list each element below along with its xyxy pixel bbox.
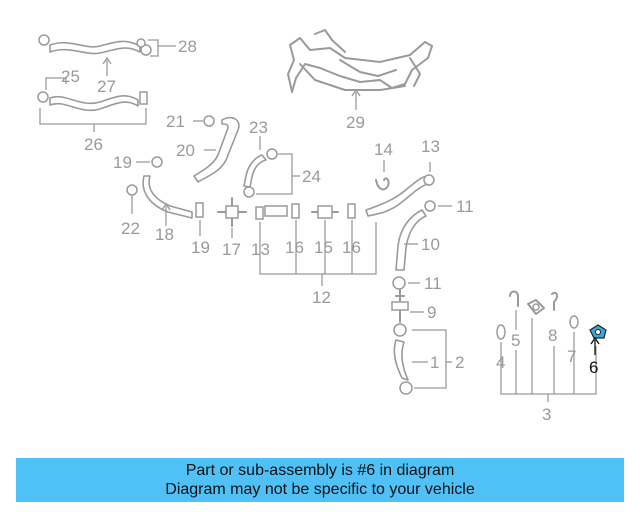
callout-10: 10 <box>421 235 440 254</box>
callout-23: 23 <box>249 118 268 137</box>
callout-18: 18 <box>155 225 174 244</box>
callout-11-upper: 11 <box>456 197 474 216</box>
info-banner: Part or sub-assembly is #6 in diagram Di… <box>16 458 624 502</box>
callout-22: 22 <box>121 219 140 238</box>
callout-8: 8 <box>548 326 557 345</box>
callout-7: 7 <box>567 347 576 366</box>
hose-group-lower-center <box>391 276 452 395</box>
callout-13-upper: 13 <box>421 137 440 156</box>
banner-line-disclaimer: Diagram may not be specific to your vehi… <box>165 481 475 498</box>
callout-25: 25 <box>61 67 80 86</box>
callout-labels: 28 25 27 26 29 21 23 20 19 24 14 13 22 1… <box>61 37 598 424</box>
callout-26: 26 <box>84 135 103 154</box>
callout-13-lower: 13 <box>251 240 270 259</box>
callout-20: 20 <box>176 141 195 160</box>
callout-9: 9 <box>427 303 436 322</box>
callout-19-upper: 19 <box>113 153 132 172</box>
callout-2: 2 <box>455 353 464 372</box>
callout-6-highlighted: 6 <box>589 358 598 377</box>
callout-28: 28 <box>178 37 197 56</box>
callout-15: 15 <box>314 238 333 257</box>
callout-16-left: 16 <box>285 238 304 257</box>
callout-27: 27 <box>97 77 116 96</box>
callout-14: 14 <box>374 140 393 159</box>
callout-5: 5 <box>511 331 520 350</box>
callout-29: 29 <box>346 113 365 132</box>
callout-16-right: 16 <box>342 238 361 257</box>
banner-line-part-number: Part or sub-assembly is #6 in diagram <box>185 462 455 479</box>
callout-11-lower: 11 <box>424 274 442 293</box>
callout-4: 4 <box>496 353 505 372</box>
small-parts-group <box>496 290 607 402</box>
hose-group-upper-left <box>37 34 176 132</box>
callout-19-lower: 19 <box>191 238 210 257</box>
callout-3: 3 <box>542 405 551 424</box>
fittings-row <box>195 197 377 286</box>
hose-group-right-middle <box>365 160 452 271</box>
hose-group-center-upper <box>193 115 300 198</box>
callout-17: 17 <box>222 240 241 259</box>
callout-21: 21 <box>166 112 185 131</box>
callout-24: 24 <box>302 167 321 186</box>
callout-1: 1 <box>430 353 439 372</box>
callout-12: 12 <box>312 288 331 307</box>
highlighted-part-6 <box>589 324 607 355</box>
hose-group-left-middle <box>126 156 193 226</box>
radiator-support-frame <box>287 29 433 110</box>
